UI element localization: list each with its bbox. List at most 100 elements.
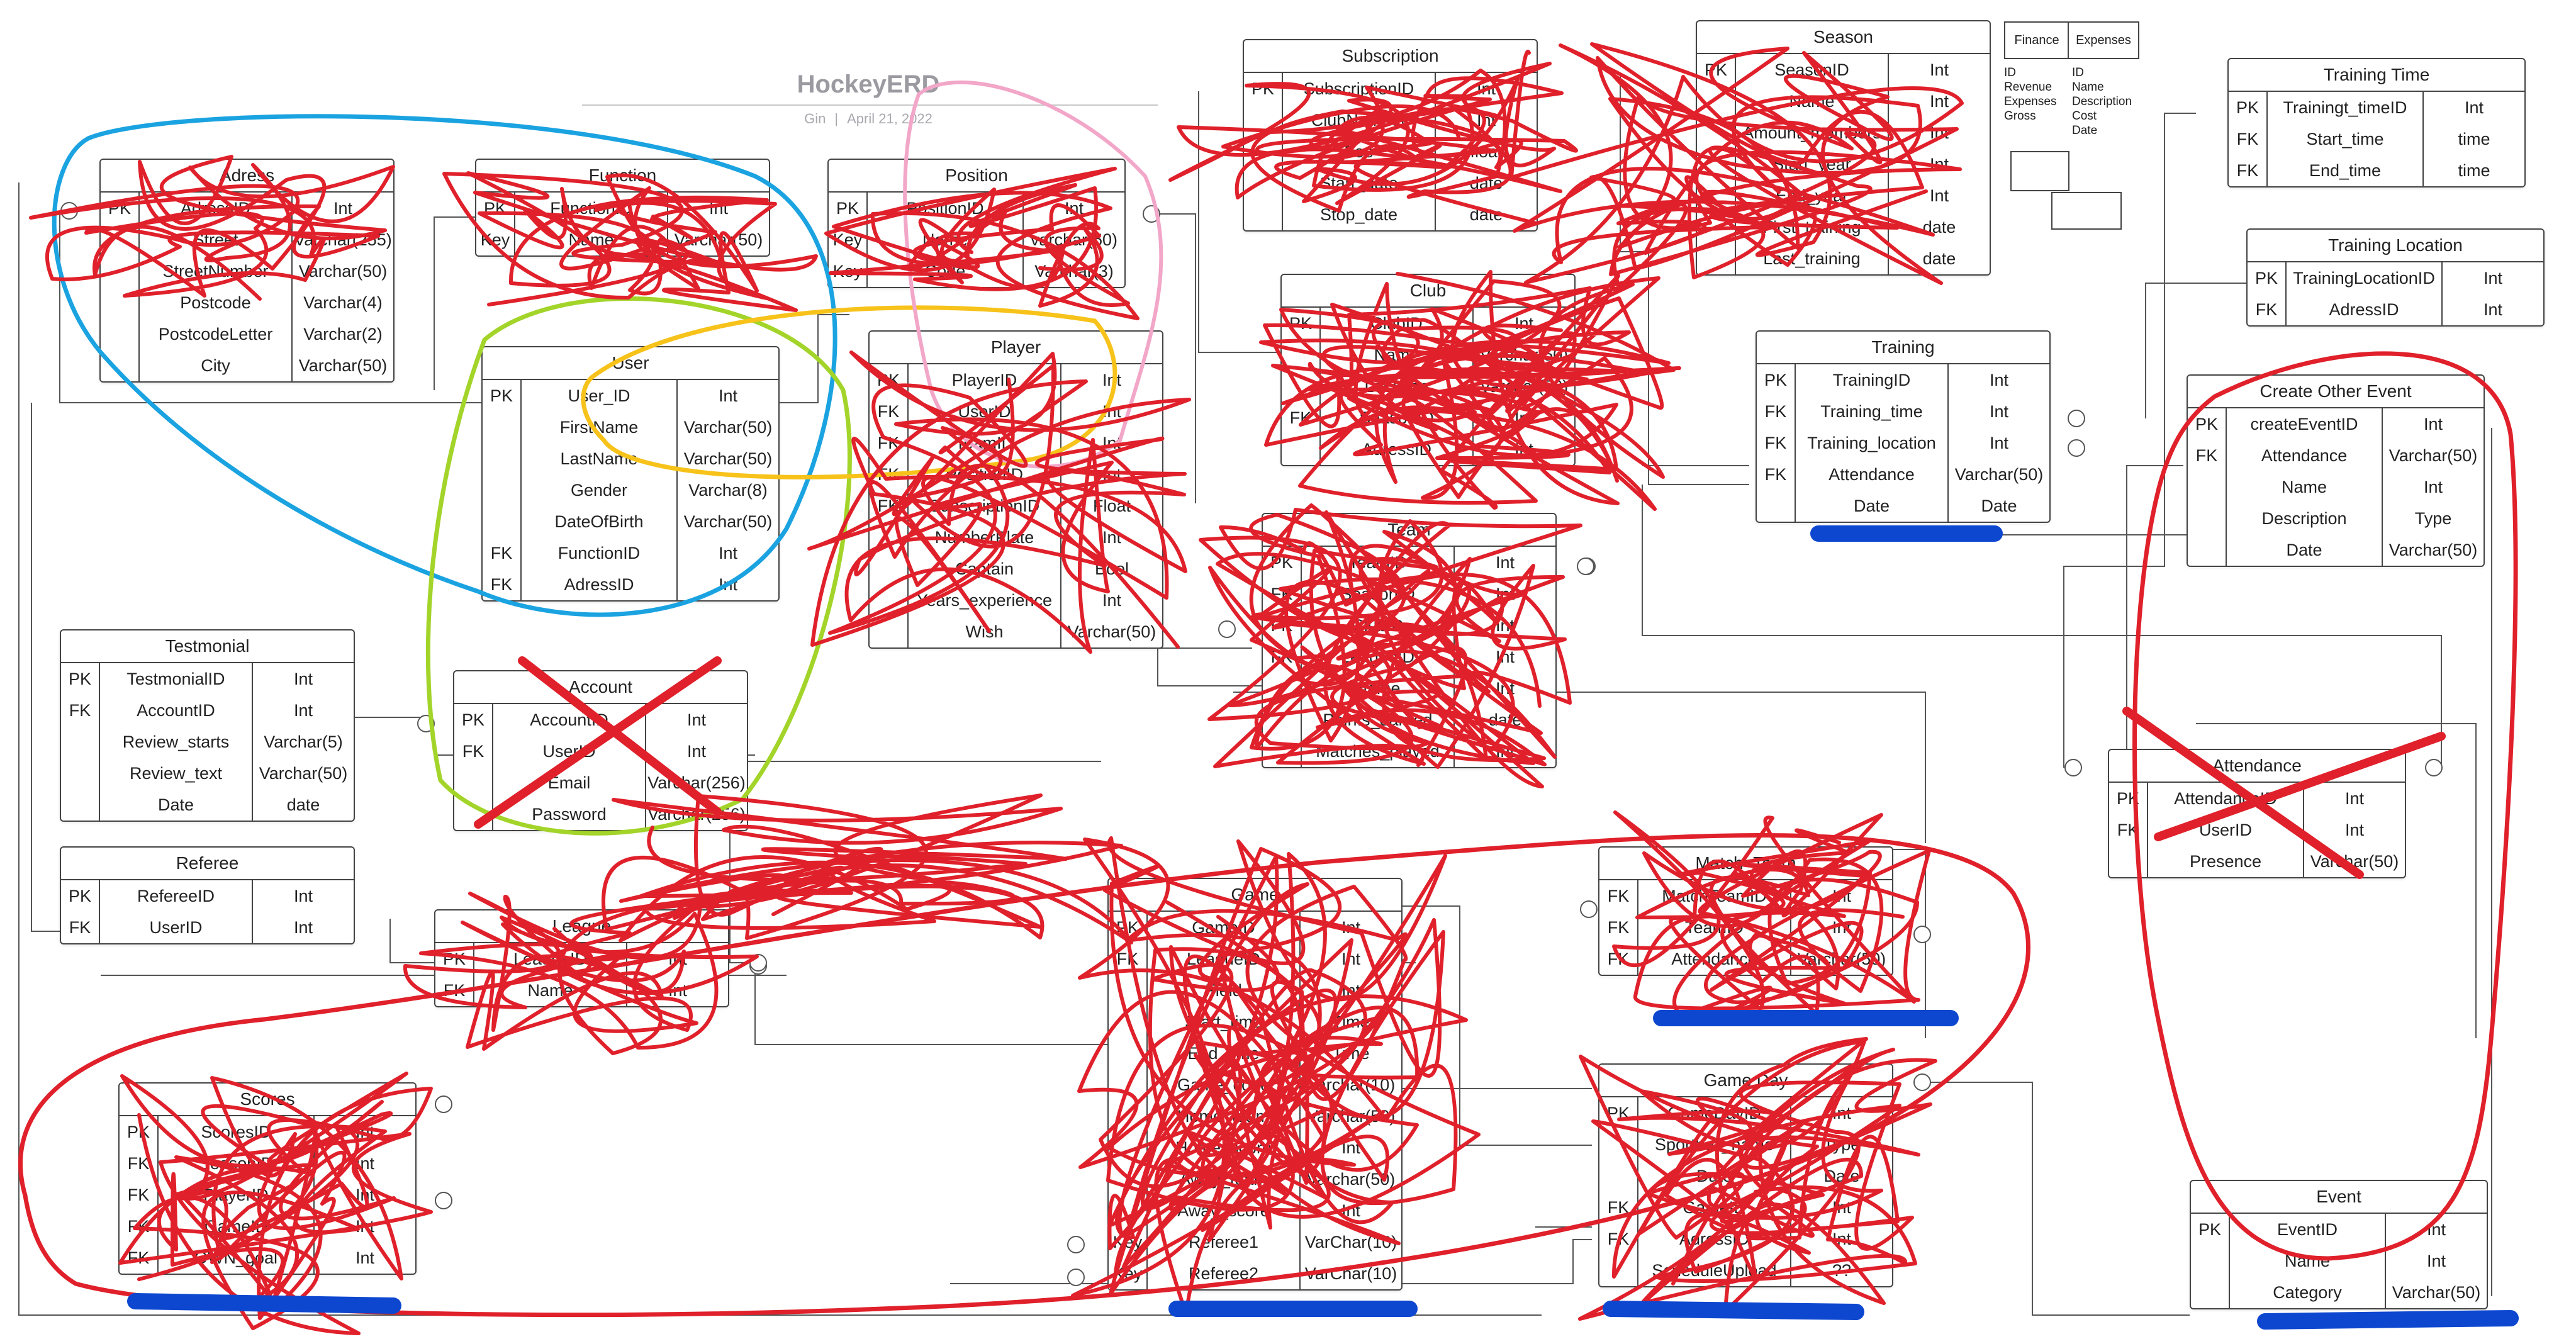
entity-attribute-row[interactable]: ScheduleUpload?? <box>1599 1255 1892 1286</box>
legend-finance-box[interactable]: Finance <box>2004 21 2069 59</box>
legend-empty-box[interactable] <box>2051 192 2122 230</box>
